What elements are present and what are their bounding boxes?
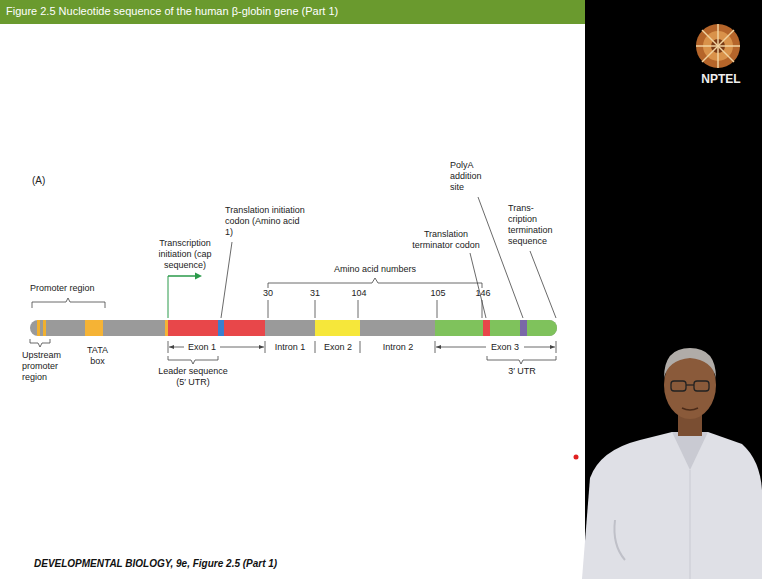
- exon-label: Exon 2: [318, 342, 358, 353]
- figure-caption: DEVELOPMENTAL BIOLOGY, 9e, Figure 2.5 (P…: [34, 558, 277, 569]
- panel-letter: (A): [32, 175, 62, 186]
- amino-acid-number: 105: [428, 288, 448, 299]
- gene-bar: [30, 320, 557, 336]
- site-label: Translation initiation codon (Amino acid…: [225, 205, 310, 238]
- slide-title: Figure 2.5 Nucleotide sequence of the hu…: [6, 5, 338, 17]
- logo-text: NPTEL: [688, 74, 754, 85]
- lecturer-figure: [582, 348, 762, 579]
- element-label: TATA box: [80, 345, 115, 367]
- pointer-mark: [574, 455, 579, 460]
- nptel-logo: [696, 24, 740, 68]
- amino-acid-number: 104: [349, 288, 369, 299]
- site-label: Transcription initiation (cap sequence): [145, 238, 225, 271]
- amino-acid-number: 31: [307, 288, 323, 299]
- region-label: Upstream promoter region: [22, 350, 74, 383]
- amino-acid-number: 30: [260, 288, 276, 299]
- intron-label: Intron 2: [376, 342, 420, 353]
- region-label: Promoter region: [30, 283, 125, 294]
- region-label: 3′ UTR: [498, 366, 546, 377]
- amino-acid-number: 146: [473, 288, 493, 299]
- exon-label: Exon 3: [486, 342, 524, 353]
- site-label: PolyA addition site: [450, 160, 494, 193]
- intron-label: Intron 1: [268, 342, 312, 353]
- brackets: [30, 197, 556, 364]
- axis-label: Amino acid numbers: [318, 264, 432, 275]
- exon-label: Exon 1: [184, 342, 220, 353]
- site-label: Translation terminator codon: [405, 229, 487, 251]
- region-label: Leader sequence (5′ UTR): [155, 366, 231, 388]
- title-band: [0, 0, 585, 24]
- site-label: Trans- cription termination sequence: [508, 203, 560, 247]
- transcription-arrow: [168, 273, 202, 319]
